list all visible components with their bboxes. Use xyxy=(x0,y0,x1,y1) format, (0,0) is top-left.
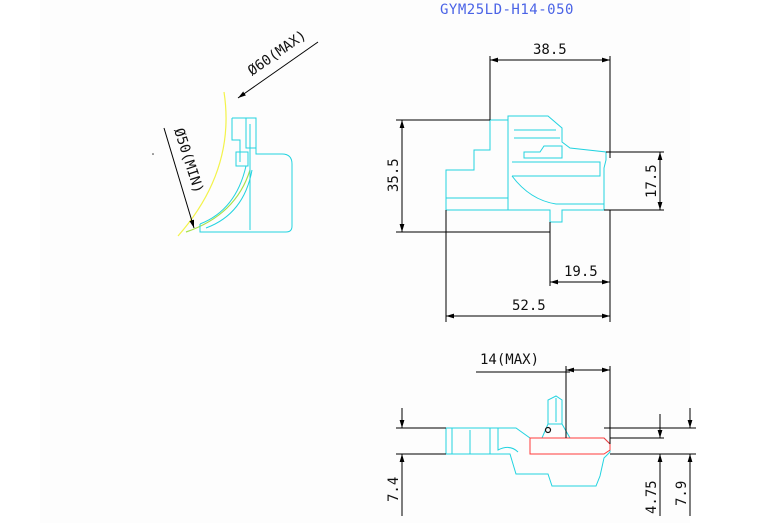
height-right-label: 17.5 xyxy=(644,164,660,198)
max-width-label: 14(MAX) xyxy=(480,352,539,368)
cut-section xyxy=(529,437,611,455)
width-inner-label: 19.5 xyxy=(564,264,598,280)
min-diameter-label: Ø50(MIN) xyxy=(170,126,206,195)
side-view: Ø60(MAX) Ø50(MIN) xyxy=(152,27,319,237)
min-diameter-leader xyxy=(163,127,195,229)
top-view: 14(MAX) 7.4 4.75 7.9 xyxy=(386,352,696,516)
pivot-point xyxy=(544,426,552,434)
width-top-label: 38.5 xyxy=(533,42,567,58)
right-height-b-label: 7.9 xyxy=(674,481,690,506)
max-diameter-leader xyxy=(237,41,319,99)
width-total-label: 52.5 xyxy=(512,298,546,314)
top-view-part xyxy=(445,395,611,487)
height-left-label: 35.5 xyxy=(386,158,402,192)
drawing-title: GYM25LD-H14-050 xyxy=(440,2,574,18)
min-diameter-arc xyxy=(185,169,251,233)
front-view-part xyxy=(445,115,607,223)
drawing-sheet xyxy=(40,0,690,523)
right-height-a-label: 4.75 xyxy=(644,480,660,514)
left-height-label: 7.4 xyxy=(386,477,402,502)
max-diameter-label: Ø60(MAX) xyxy=(245,27,309,79)
reference-dot xyxy=(152,153,154,155)
front-view: 38.5 35.5 17.5 19.5 52.5 xyxy=(386,42,664,322)
side-view-part xyxy=(199,117,293,233)
